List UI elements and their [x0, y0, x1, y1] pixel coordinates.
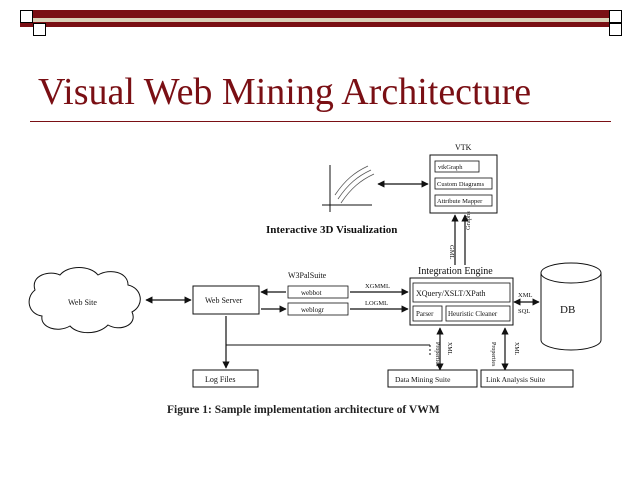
graphs-label: Graphs: [465, 211, 472, 230]
sql-label: SQL: [518, 308, 530, 315]
webbot-box: [287, 285, 349, 299]
custom-diagrams-box: [434, 177, 493, 190]
datamining-box: [387, 369, 478, 388]
integration-engine-label: Integration Engine: [418, 266, 493, 277]
linkanalysis-box: [480, 369, 574, 388]
website-cloud: [28, 267, 141, 334]
corner-squares: [20, 10, 46, 36]
square-2: [33, 23, 46, 36]
xquery-label: XQuery/XSLT/XPath: [416, 289, 485, 298]
square-1: [20, 10, 33, 23]
datamining-label: Data Mining Suite: [395, 375, 451, 384]
xquery-box: [412, 282, 511, 303]
square-right-1: [609, 10, 622, 23]
square-right-2: [609, 23, 622, 36]
db-cylinder: [540, 262, 602, 351]
left-xml-label: XML: [446, 342, 452, 356]
right-properties-label: Properties: [490, 342, 496, 367]
top-bar-stripe: [20, 18, 622, 22]
logfiles-box: [192, 369, 259, 388]
webserver-label: Web Server: [205, 296, 243, 305]
attribute-mapper-label: Attribute Mapper: [437, 198, 483, 205]
weblogr-label: weblogr: [301, 306, 325, 314]
visualization-label: Interactive 3D Visualization: [266, 224, 397, 236]
top-decoration-bar: [20, 10, 622, 36]
title-underline: [30, 121, 611, 122]
left-properties-label: Properties: [434, 342, 440, 367]
weblogr-box: [287, 302, 349, 316]
gml-label: GML: [448, 245, 455, 259]
vtkgraph-box: [434, 160, 480, 173]
linkanalysis-label: Link Analysis Suite: [486, 375, 546, 384]
xml-label: XML: [518, 292, 532, 299]
attribute-mapper-box: [434, 194, 493, 207]
logfiles-label: Log Files: [205, 375, 235, 384]
logml-label: LOGML: [365, 300, 388, 307]
webbot-label: webbot: [301, 289, 322, 297]
slide-title: Visual Web Mining Architecture: [38, 71, 532, 113]
xgmml-label: XGMML: [365, 283, 390, 290]
visualization-axes-icon: [322, 165, 375, 212]
custom-diagrams-label: Custom Diagrams: [437, 181, 485, 188]
right-squares: [609, 10, 622, 36]
w3pal-label: W3PalSuite: [288, 271, 327, 280]
right-xml-label: XML: [513, 342, 519, 356]
cleaner-label: Heuristic Cleaner: [448, 310, 498, 318]
vtkgraph-label: vtkGraph: [438, 164, 463, 171]
parser-box: [412, 305, 443, 322]
cleaner-box: [445, 305, 511, 322]
parser-label: Parser: [416, 310, 434, 318]
website-label: Web Site: [68, 298, 97, 307]
figure-caption: Figure 1: Sample implementation architec…: [167, 404, 440, 416]
db-label: DB: [560, 304, 575, 316]
webserver-box: [192, 285, 260, 315]
vtk-label: VTK: [455, 143, 472, 152]
